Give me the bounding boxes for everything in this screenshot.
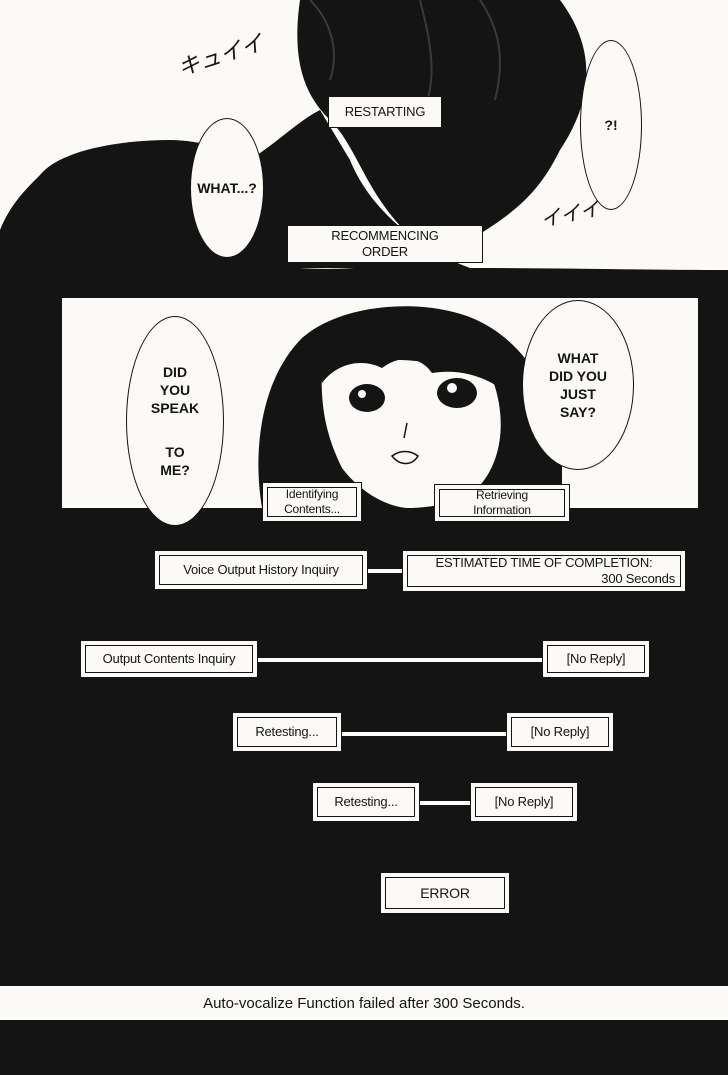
connector-line [368, 569, 404, 571]
speech-bubble-exclaim: ?! [580, 40, 642, 210]
box-output-contents-inquiry: Output Contents Inquiry [80, 640, 258, 678]
box-retesting-1: Retesting... [232, 712, 342, 752]
box-error: ERROR [380, 872, 510, 914]
box-retesting-2: Retesting... [312, 782, 420, 822]
box-recommencing-order: RECOMMENCING ORDER [287, 225, 483, 263]
speech-bubble-what-did-you-say: WHAT DID YOU JUST SAY? [522, 300, 634, 470]
box-estimated-time: ESTIMATED TIME OF COMPLETION: 300 Second… [402, 550, 686, 592]
speech-bubble-did-you-speak: DID YOU SPEAK TO ME? [126, 316, 224, 526]
box-identifying-contents: Identifying Contents... [262, 482, 362, 522]
narration-caption: Auto-vocalize Function failed after 300 … [0, 986, 728, 1020]
box-no-reply-3: [No Reply] [470, 782, 578, 822]
speech-bubble-what: WHAT...? [190, 118, 264, 258]
bottom-black-panel [0, 1020, 728, 1075]
speech-text: ?! [604, 117, 618, 133]
box-retrieving-information: Retrieving Information [434, 484, 570, 522]
box-voice-output-history: Voice Output History Inquiry [154, 550, 368, 590]
box-no-reply-2: [No Reply] [506, 712, 614, 752]
speech-text: WHAT...? [197, 180, 257, 196]
connector-line [418, 801, 470, 803]
box-restarting: RESTARTING [328, 96, 442, 128]
box-no-reply-1: [No Reply] [542, 640, 650, 678]
connector-line [258, 658, 542, 660]
connector-line [340, 732, 506, 734]
